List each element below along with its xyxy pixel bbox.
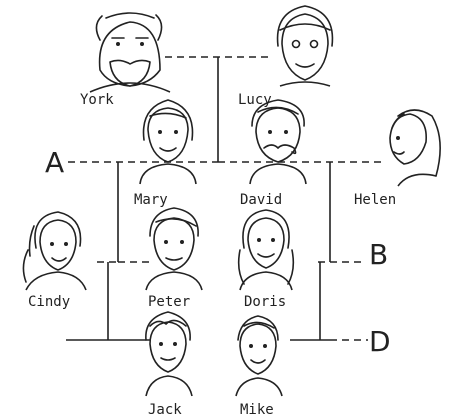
name-cindy: Cindy bbox=[28, 294, 70, 310]
name-mike: Mike bbox=[240, 402, 274, 418]
name-jack: Jack bbox=[148, 402, 182, 418]
portrait-david bbox=[249, 99, 307, 185]
portrait-peter bbox=[145, 207, 203, 291]
name-doris: Doris bbox=[244, 294, 286, 310]
portrait-cindy bbox=[22, 211, 87, 291]
marker-a: A bbox=[45, 146, 64, 179]
name-lucy: Lucy bbox=[238, 92, 272, 108]
name-york: York bbox=[80, 92, 114, 108]
portrait-jack bbox=[145, 311, 193, 397]
portrait-helen bbox=[389, 109, 441, 187]
portrait-lucy bbox=[276, 5, 334, 87]
portrait-doris bbox=[237, 209, 295, 291]
portrait-mike bbox=[235, 315, 283, 397]
name-helen: Helen bbox=[354, 192, 396, 208]
marker-b: B bbox=[369, 238, 388, 271]
connector-lines bbox=[66, 56, 385, 341]
name-mary: Mary bbox=[134, 192, 168, 208]
portrait-mary bbox=[139, 99, 197, 185]
name-david: David bbox=[240, 192, 282, 208]
portrait-york bbox=[89, 12, 171, 93]
name-peter: Peter bbox=[148, 294, 190, 310]
marker-d: D bbox=[369, 325, 391, 358]
